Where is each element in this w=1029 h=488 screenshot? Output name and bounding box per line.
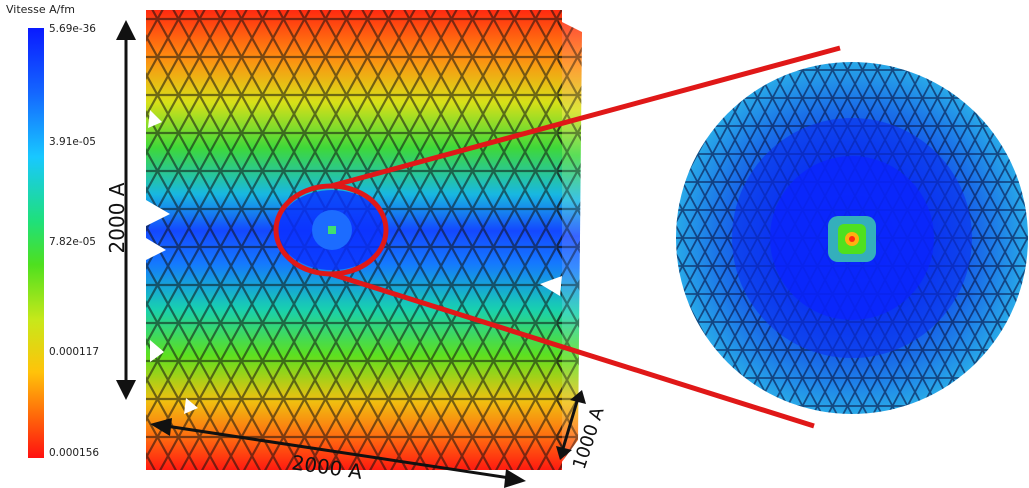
color-scale-bar xyxy=(28,28,44,458)
cube-center-region xyxy=(278,190,386,270)
width-dimension-arrow xyxy=(150,418,526,488)
zoom-core xyxy=(828,216,876,262)
scale-tick-5: 0.000156 xyxy=(49,447,100,459)
scale-tick-2: 3.91e-05 xyxy=(49,136,96,148)
zoom-connector-bottom xyxy=(330,271,815,429)
cube-side-mesh xyxy=(556,20,582,470)
depth-dimension-arrow xyxy=(556,390,586,460)
scale-tick-1: 5.69e-36 xyxy=(49,23,96,35)
height-dimension-arrow xyxy=(116,20,136,400)
scale-tick-4: 0.000117 xyxy=(49,346,100,358)
scale-tick-3: 7.82e-05 xyxy=(49,236,96,248)
height-dimension-label: 2000 A xyxy=(105,182,129,253)
legend-title: Vitesse A/fm xyxy=(6,3,75,16)
mesh-cutout-gaps xyxy=(146,110,562,414)
zoom-connector-top xyxy=(330,45,841,189)
zoomed-mesh-view xyxy=(676,62,1028,414)
